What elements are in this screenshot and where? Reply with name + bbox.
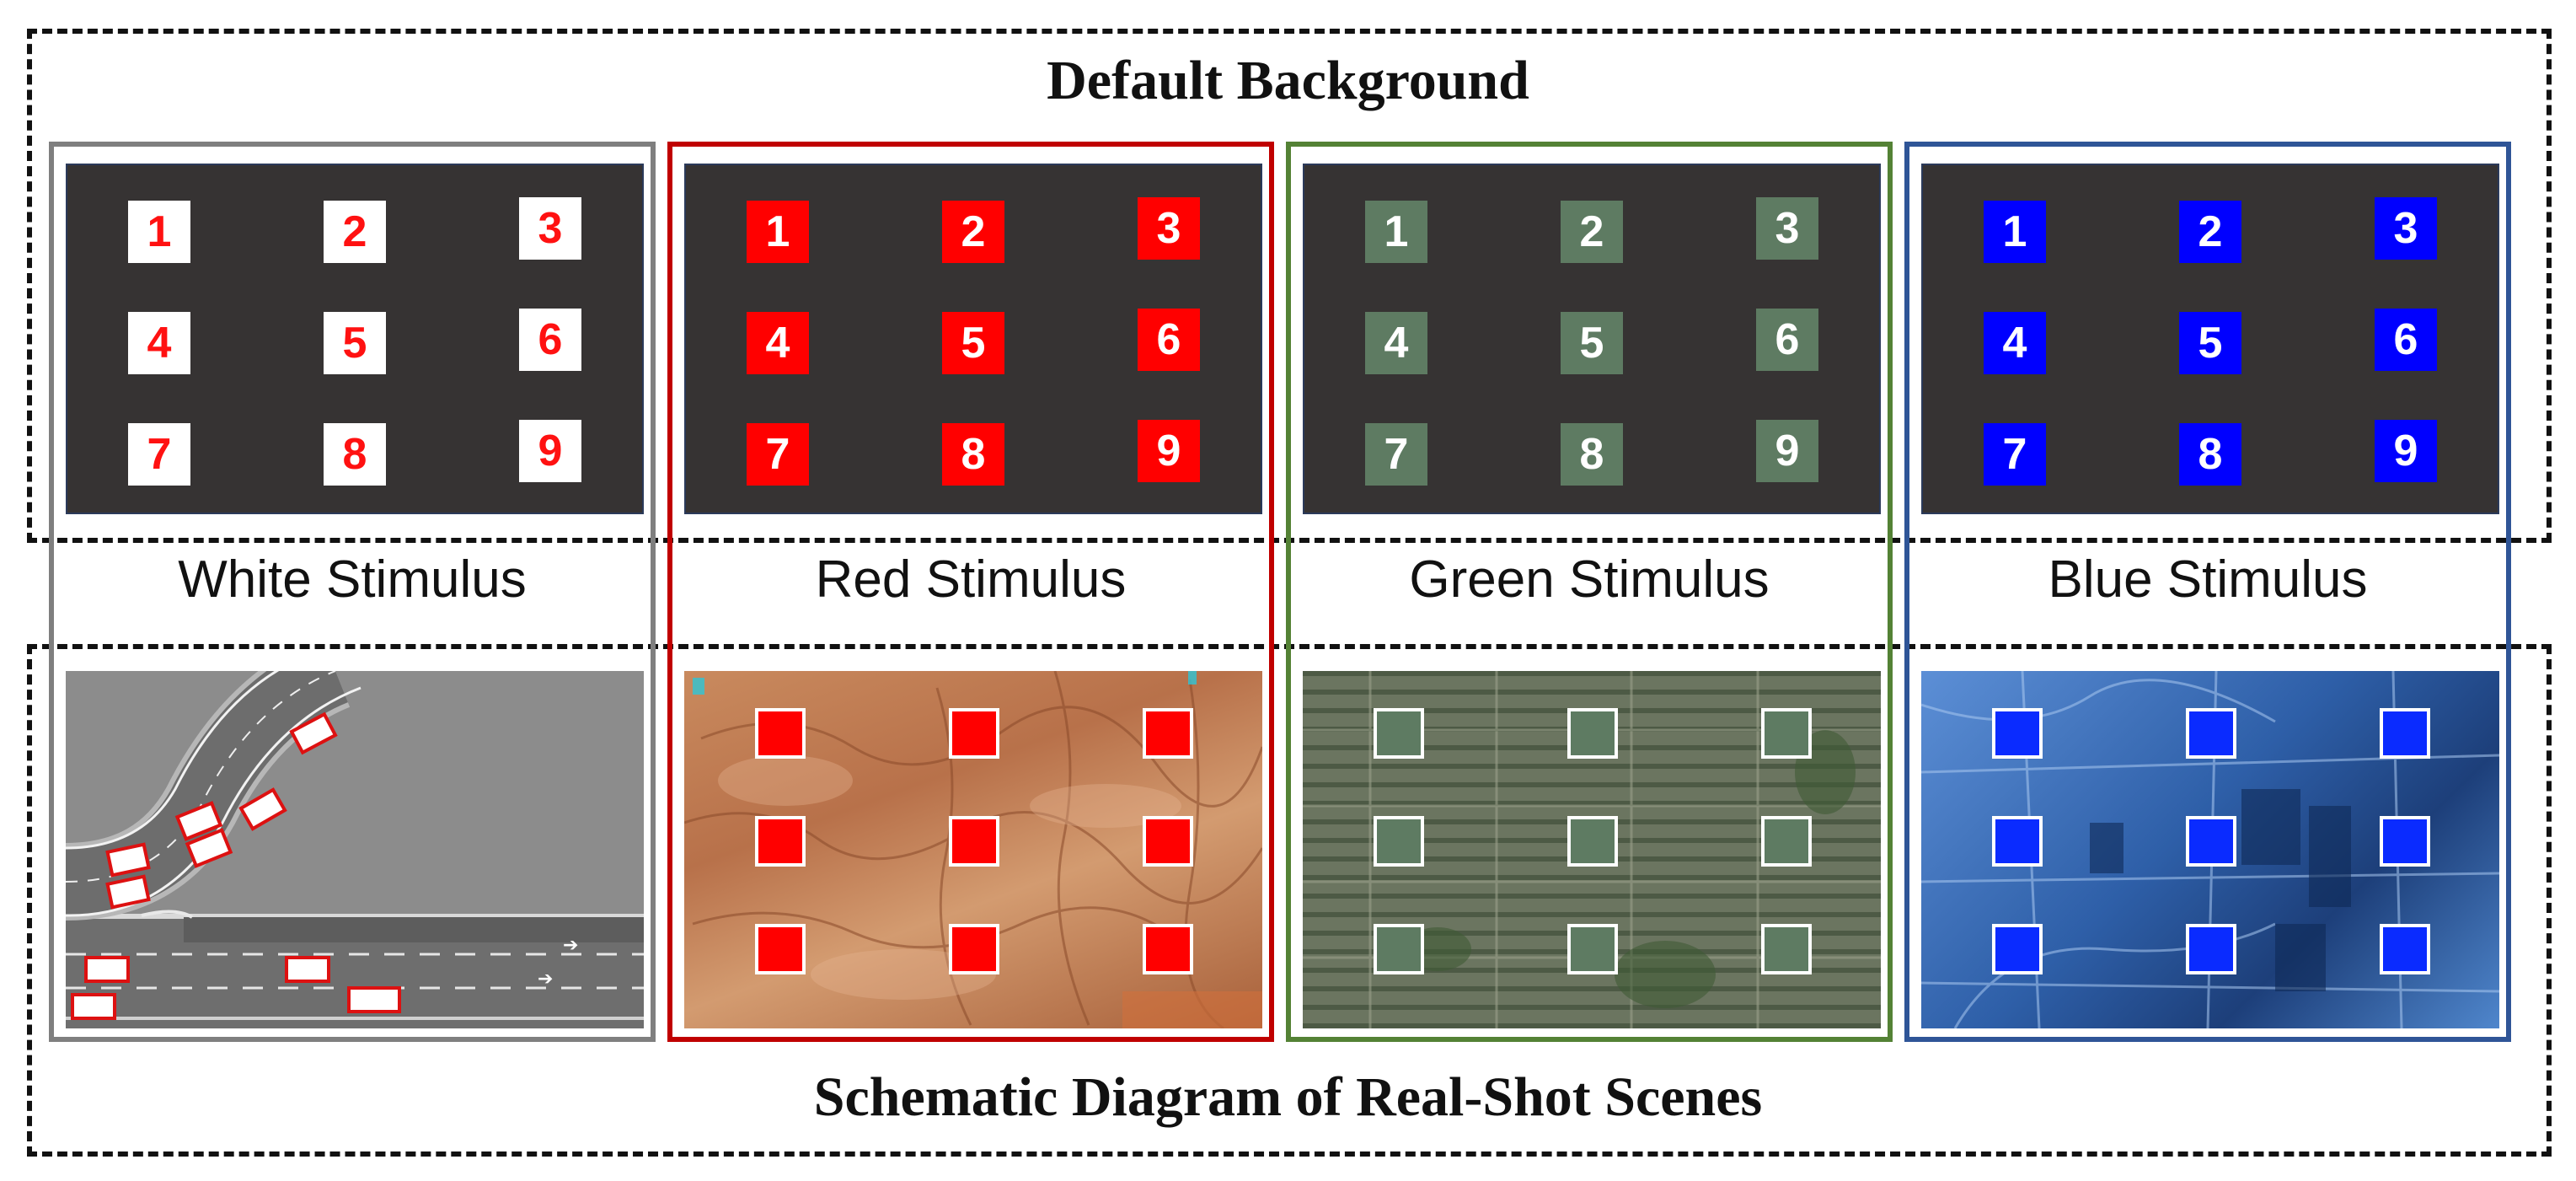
stimulus-screen-blue: 1 2 3 4 5 6 7 8 9 bbox=[1921, 164, 2499, 514]
stimulus-2: 2 bbox=[2179, 201, 2241, 263]
stimulus-9: 9 bbox=[1756, 420, 1818, 482]
stimulus-9: 9 bbox=[1138, 420, 1200, 482]
scene-marker bbox=[1567, 816, 1618, 867]
panel-red-stimulus: 1 2 3 4 5 6 7 8 9 Red Stimulus bbox=[667, 142, 1274, 1042]
scene-marker bbox=[1992, 708, 2043, 759]
stimulus-3: 3 bbox=[2375, 197, 2437, 260]
scene-marker bbox=[1567, 708, 1618, 759]
stimulus-7: 7 bbox=[1365, 423, 1427, 486]
stimulus-9: 9 bbox=[2375, 420, 2437, 482]
stimulus-8: 8 bbox=[942, 423, 1004, 486]
stimulus-4: 4 bbox=[128, 312, 190, 374]
scene-marker bbox=[1143, 816, 1193, 867]
stimulus-3: 3 bbox=[1756, 197, 1818, 260]
stimulus-4: 4 bbox=[1365, 312, 1427, 374]
scene-marker bbox=[1761, 924, 1812, 974]
scene-marker bbox=[2380, 816, 2430, 867]
panel-green-stimulus: 1 2 3 4 5 6 7 8 9 Green Stimulus bbox=[1286, 142, 1893, 1042]
stimulus-7: 7 bbox=[747, 423, 809, 486]
stimulus-6: 6 bbox=[1756, 309, 1818, 371]
scene-marker bbox=[1143, 708, 1193, 759]
svg-text:➔: ➔ bbox=[538, 969, 553, 990]
stimulus-1: 1 bbox=[1984, 201, 2046, 263]
panel-blue-stimulus: 1 2 3 4 5 6 7 8 9 Blue Stimulus bbox=[1904, 142, 2511, 1042]
stimulus-6: 6 bbox=[1138, 309, 1200, 371]
scene-marker bbox=[949, 924, 999, 974]
stimulus-5: 5 bbox=[1561, 312, 1623, 374]
panel-white-stimulus: 1 2 3 4 5 6 7 8 9 White Stimulus ➔ bbox=[49, 142, 656, 1042]
label-white-stimulus: White Stimulus bbox=[178, 550, 527, 609]
scene-marker bbox=[1761, 708, 1812, 759]
scene-marker bbox=[755, 924, 806, 974]
stimulus-8: 8 bbox=[1561, 423, 1623, 486]
scene-marker bbox=[2380, 924, 2430, 974]
stimulus-4: 4 bbox=[747, 312, 809, 374]
scene-marker bbox=[1374, 816, 1424, 867]
stimulus-2: 2 bbox=[942, 201, 1004, 263]
city-scene-image bbox=[1303, 671, 1881, 1028]
stimulus-screen-red: 1 2 3 4 5 6 7 8 9 bbox=[684, 164, 1262, 514]
stimulus-8: 8 bbox=[2179, 423, 2241, 486]
stimulus-6: 6 bbox=[2375, 309, 2437, 371]
desert-scene-image bbox=[684, 671, 1262, 1028]
scene-marker bbox=[1992, 924, 2043, 974]
scene-marker bbox=[1374, 708, 1424, 759]
label-green-stimulus: Green Stimulus bbox=[1409, 550, 1770, 609]
road-scene-image: ➔ ➔ bbox=[66, 671, 644, 1028]
urban-blue-scene-image bbox=[1921, 671, 2499, 1028]
stimulus-2: 2 bbox=[1561, 201, 1623, 263]
stimulus-7: 7 bbox=[1984, 423, 2046, 486]
stimulus-1: 1 bbox=[128, 201, 190, 263]
scene-marker bbox=[1761, 816, 1812, 867]
stimulus-screen-green: 1 2 3 4 5 6 7 8 9 bbox=[1303, 164, 1881, 514]
scene-marker bbox=[755, 816, 806, 867]
scene-marker bbox=[2380, 708, 2430, 759]
stimulus-3: 3 bbox=[519, 197, 581, 260]
stimulus-4: 4 bbox=[1984, 312, 2046, 374]
stimulus-1: 1 bbox=[1365, 201, 1427, 263]
stimulus-5: 5 bbox=[2179, 312, 2241, 374]
scene-marker bbox=[1992, 816, 2043, 867]
stimulus-7: 7 bbox=[128, 423, 190, 486]
scene-marker bbox=[949, 816, 999, 867]
stimulus-5: 5 bbox=[942, 312, 1004, 374]
stimulus-3: 3 bbox=[1138, 197, 1200, 260]
stimulus-2: 2 bbox=[324, 201, 386, 263]
scene-marker bbox=[2186, 816, 2236, 867]
stimulus-8: 8 bbox=[324, 423, 386, 486]
stimulus-screen-white: 1 2 3 4 5 6 7 8 9 bbox=[66, 164, 644, 514]
scene-marker bbox=[949, 708, 999, 759]
svg-text:➔: ➔ bbox=[563, 935, 578, 956]
stimulus-1: 1 bbox=[747, 201, 809, 263]
scene-marker bbox=[1374, 924, 1424, 974]
scene-marker bbox=[1567, 924, 1618, 974]
real-shot-scenes-title: Schematic Diagram of Real-Shot Scenes bbox=[813, 1066, 1763, 1128]
stimulus-5: 5 bbox=[324, 312, 386, 374]
scene-marker bbox=[1143, 924, 1193, 974]
label-blue-stimulus: Blue Stimulus bbox=[2048, 550, 2368, 609]
label-red-stimulus: Red Stimulus bbox=[815, 550, 1127, 609]
stimulus-9: 9 bbox=[519, 420, 581, 482]
default-background-title: Default Background bbox=[1047, 50, 1529, 111]
scene-marker bbox=[2186, 708, 2236, 759]
scene-marker bbox=[2186, 924, 2236, 974]
scene-marker bbox=[755, 708, 806, 759]
stimulus-6: 6 bbox=[519, 309, 581, 371]
